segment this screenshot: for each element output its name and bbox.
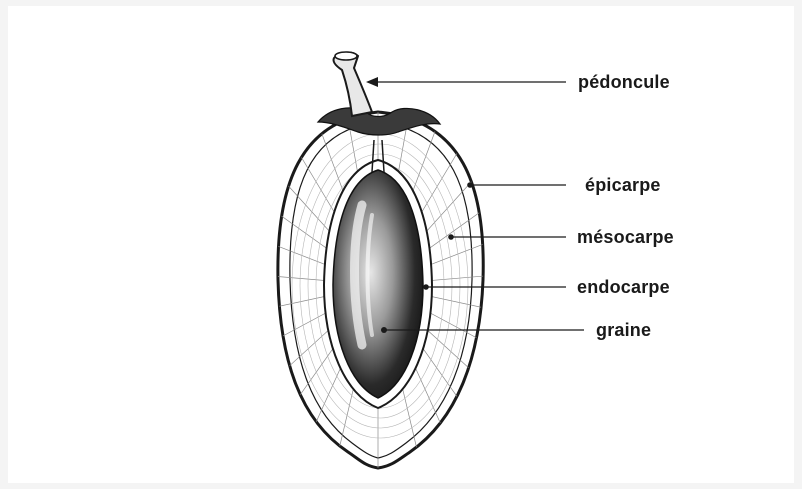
label-mesocarpe: mésocarpe — [577, 227, 674, 248]
label-epicarpe: épicarpe — [585, 175, 661, 196]
label-pedoncule: pédoncule — [578, 72, 670, 93]
label-graine: graine — [596, 320, 651, 341]
label-endocarpe: endocarpe — [577, 277, 670, 298]
arrowhead-pedoncule — [366, 77, 378, 87]
peduncle — [333, 52, 372, 116]
